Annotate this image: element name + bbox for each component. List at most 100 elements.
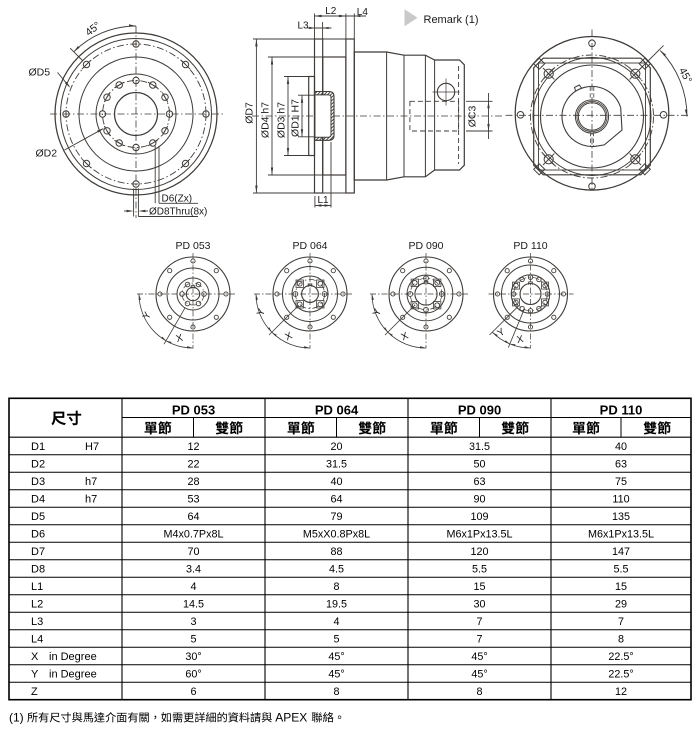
svg-text:63: 63 xyxy=(615,458,627,470)
svg-text:X: X xyxy=(284,330,295,343)
svg-text:L2: L2 xyxy=(325,6,337,17)
svg-text:ØD4 h7: ØD4 h7 xyxy=(259,102,271,138)
svg-text:PD 110: PD 110 xyxy=(513,240,547,252)
svg-text:8: 8 xyxy=(618,633,624,645)
svg-text:D2: D2 xyxy=(31,458,45,470)
svg-text:53: 53 xyxy=(187,493,199,505)
svg-text:ØD1 H7: ØD1 H7 xyxy=(289,99,301,137)
svg-text:h7: h7 xyxy=(85,476,97,488)
svg-text:110: 110 xyxy=(612,493,629,505)
svg-text:5: 5 xyxy=(190,633,196,645)
svg-text:D1: D1 xyxy=(31,441,45,453)
svg-text:63: 63 xyxy=(473,476,485,488)
svg-text:22.5°: 22.5° xyxy=(608,651,633,663)
svg-text:ØC3: ØC3 xyxy=(467,106,479,128)
svg-text:ØD3 h7: ØD3 h7 xyxy=(275,102,287,138)
svg-text:(1): (1) xyxy=(9,711,24,725)
svg-text:60°: 60° xyxy=(185,668,201,680)
svg-text:88: 88 xyxy=(330,546,342,558)
svg-text:8: 8 xyxy=(333,581,339,593)
svg-text:D6(Zx): D6(Zx) xyxy=(162,194,193,205)
svg-text:D7: D7 xyxy=(31,546,45,558)
svg-text:D6: D6 xyxy=(31,528,45,540)
svg-text:APEX: APEX xyxy=(275,711,307,725)
svg-text:50: 50 xyxy=(473,458,485,470)
svg-text:Y: Y xyxy=(141,310,154,321)
svg-text:D3: D3 xyxy=(31,476,45,488)
svg-text:7: 7 xyxy=(618,616,624,628)
svg-text:109: 109 xyxy=(470,511,488,523)
svg-text:8: 8 xyxy=(333,686,339,698)
svg-text:PD 064: PD 064 xyxy=(315,403,359,418)
svg-text:147: 147 xyxy=(612,546,630,558)
svg-text:120: 120 xyxy=(470,546,488,558)
svg-text:75: 75 xyxy=(615,476,627,488)
svg-text:ØD2: ØD2 xyxy=(36,148,58,160)
svg-text:ØD8Thru(8x): ØD8Thru(8x) xyxy=(149,207,207,218)
svg-text:M4x0.7Px8L: M4x0.7Px8L xyxy=(163,528,223,540)
svg-text:X: X xyxy=(31,651,39,663)
svg-text:h7: h7 xyxy=(85,493,97,505)
svg-text:6: 6 xyxy=(190,686,196,698)
svg-text:L1: L1 xyxy=(317,195,329,206)
svg-text:64: 64 xyxy=(187,511,199,523)
svg-text:X: X xyxy=(175,333,185,345)
svg-text:4: 4 xyxy=(190,581,196,593)
svg-text:5.5: 5.5 xyxy=(613,563,628,575)
svg-text:Y: Y xyxy=(31,668,39,680)
svg-text:135: 135 xyxy=(612,511,630,523)
svg-text:79: 79 xyxy=(330,511,342,523)
svg-text:12: 12 xyxy=(187,441,199,453)
svg-text:8: 8 xyxy=(476,686,482,698)
svg-text:19.5: 19.5 xyxy=(326,598,347,610)
svg-text:20: 20 xyxy=(330,441,342,453)
svg-text:L3: L3 xyxy=(297,20,309,31)
svg-text:45°: 45° xyxy=(328,651,344,663)
svg-text:Remark (1): Remark (1) xyxy=(424,14,479,26)
svg-text:M6x1Px13.5L: M6x1Px13.5L xyxy=(446,528,512,540)
svg-text:Z: Z xyxy=(31,686,38,698)
svg-text:22.5°: 22.5° xyxy=(608,668,633,680)
svg-text:Y: Y xyxy=(496,326,508,339)
svg-text:5.5: 5.5 xyxy=(472,563,487,575)
svg-text:70: 70 xyxy=(187,546,199,558)
svg-text:PD 090: PD 090 xyxy=(458,403,501,418)
svg-text:M6x1Px13.5L: M6x1Px13.5L xyxy=(588,528,654,540)
svg-text:30°: 30° xyxy=(185,651,201,663)
svg-text:3: 3 xyxy=(190,616,196,628)
svg-text:D8: D8 xyxy=(31,563,45,575)
svg-text:PD 064: PD 064 xyxy=(292,240,327,252)
svg-text:31.5: 31.5 xyxy=(469,441,490,453)
svg-text:in Degree: in Degree xyxy=(49,668,97,680)
svg-text:ØD7: ØD7 xyxy=(244,102,256,124)
svg-text:7: 7 xyxy=(476,633,482,645)
svg-text:30: 30 xyxy=(473,598,485,610)
svg-text:90: 90 xyxy=(473,493,485,505)
svg-text:D4: D4 xyxy=(31,493,45,505)
svg-text:3.4: 3.4 xyxy=(186,563,201,575)
svg-text:45°: 45° xyxy=(471,651,487,663)
svg-text:L3: L3 xyxy=(31,616,43,628)
svg-text:M5xX0.8Px8L: M5xX0.8Px8L xyxy=(303,528,370,540)
svg-text:L2: L2 xyxy=(31,598,43,610)
svg-text:29: 29 xyxy=(615,598,627,610)
svg-text:H7: H7 xyxy=(85,441,99,453)
svg-text:5: 5 xyxy=(333,633,339,645)
svg-text:PD 110: PD 110 xyxy=(600,403,643,418)
svg-text:15: 15 xyxy=(473,581,485,593)
svg-text:L1: L1 xyxy=(31,581,43,593)
svg-text:Y: Y xyxy=(371,307,384,318)
svg-text:L4: L4 xyxy=(31,633,43,645)
svg-text:ØD5: ØD5 xyxy=(29,67,51,79)
svg-text:4: 4 xyxy=(333,616,339,628)
svg-text:14.5: 14.5 xyxy=(183,598,204,610)
svg-text:40: 40 xyxy=(615,441,627,453)
svg-text:7: 7 xyxy=(476,616,482,628)
svg-text:X: X xyxy=(400,330,411,343)
svg-text:X: X xyxy=(516,334,525,346)
svg-text:31.5: 31.5 xyxy=(326,458,347,470)
svg-text:64: 64 xyxy=(330,493,342,505)
svg-text:22: 22 xyxy=(187,458,199,470)
svg-text:D5: D5 xyxy=(31,511,45,523)
svg-text:PD 090: PD 090 xyxy=(408,240,443,252)
